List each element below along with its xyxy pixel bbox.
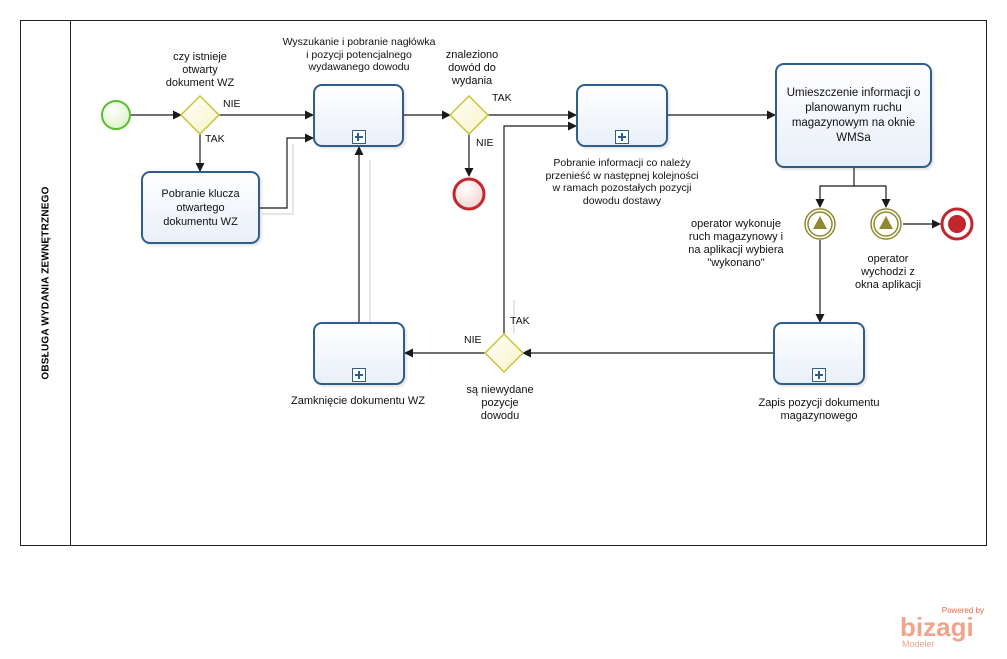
gateway-found bbox=[448, 94, 490, 136]
event-wykonuje-label: operator wykonuje ruch magazynowy i na a… bbox=[688, 218, 784, 269]
task-pobranie-klucza[interactable]: Pobranie klucza otwartego dokumentu WZ bbox=[141, 171, 260, 244]
subprocess-plus-icon bbox=[812, 368, 826, 382]
bizagi-watermark: Powered by bizagi Modeler bbox=[898, 604, 988, 650]
lane-header bbox=[20, 20, 71, 546]
start-event bbox=[101, 100, 131, 130]
zapis-label: Zapis pozycji dokumentu magazynowego bbox=[758, 397, 880, 422]
gateway-open-wz-label: czy istnieje otwarty dokument WZ bbox=[165, 51, 235, 89]
pobranie-info-label: Pobranie informacji co należy przenieść … bbox=[545, 157, 699, 207]
pool bbox=[20, 20, 987, 546]
flow-label-g2-tak: TAK bbox=[492, 92, 512, 104]
event-wychodzi-label: operator wychodzi z okna aplikacji bbox=[854, 253, 922, 291]
flow-label-g1-tak: TAK bbox=[205, 133, 225, 145]
task-pobranie-klucza-text: Pobranie klucza otwartego dokumentu WZ bbox=[161, 187, 240, 228]
flow-label-g3-nie: NIE bbox=[464, 334, 482, 346]
task-zamkniecie[interactable] bbox=[313, 322, 405, 385]
flow-umieszczenie-to-wychodzi bbox=[854, 185, 891, 208]
flow-label-g3-tak: TAK bbox=[510, 315, 530, 327]
gateway-open-wz bbox=[179, 94, 221, 136]
subprocess-plus-icon bbox=[351, 130, 366, 144]
wyszukanie-label: Wyszukanie i pobranie nagłówka i pozycji… bbox=[282, 36, 436, 73]
flow-label-g2-nie: NIE bbox=[476, 137, 494, 149]
task-umieszczenie[interactable]: Umieszczenie informacji o planowanym ruc… bbox=[775, 63, 932, 168]
subprocess-plus-icon bbox=[352, 368, 366, 382]
task-pobranie-info[interactable] bbox=[576, 84, 668, 147]
gateway-remaining bbox=[483, 332, 525, 374]
flow-gateway3-tak bbox=[503, 121, 577, 334]
watermark-product: Modeler bbox=[902, 639, 935, 649]
task-wyszukanie[interactable] bbox=[313, 84, 404, 147]
watermark-powered: Powered by bbox=[941, 606, 984, 615]
gateway-remaining-label: są niewydane pozycje dowodu bbox=[466, 384, 534, 422]
intermediate-event-wykonuje bbox=[804, 208, 836, 240]
gateway-found-label: znaleziono dowód do wydania bbox=[445, 49, 499, 87]
end-event-exit bbox=[940, 207, 974, 241]
flow-label-g1-nie: NIE bbox=[223, 98, 241, 110]
flow-umieszczenie-to-wykonuje bbox=[815, 168, 855, 208]
zamkniecie-label: Zamknięcie dokumentu WZ bbox=[291, 395, 425, 407]
intermediate-event-wychodzi bbox=[870, 208, 902, 240]
flow-klucz-to-wyszukanie bbox=[260, 133, 314, 209]
task-umieszczenie-text: Umieszczenie informacji o planowanym ruc… bbox=[786, 86, 921, 144]
subprocess-plus-icon bbox=[615, 130, 629, 144]
task-zapis[interactable] bbox=[773, 322, 865, 385]
end-event-not-found bbox=[452, 177, 486, 211]
bizagi-logo: bizagi bbox=[900, 612, 974, 642]
